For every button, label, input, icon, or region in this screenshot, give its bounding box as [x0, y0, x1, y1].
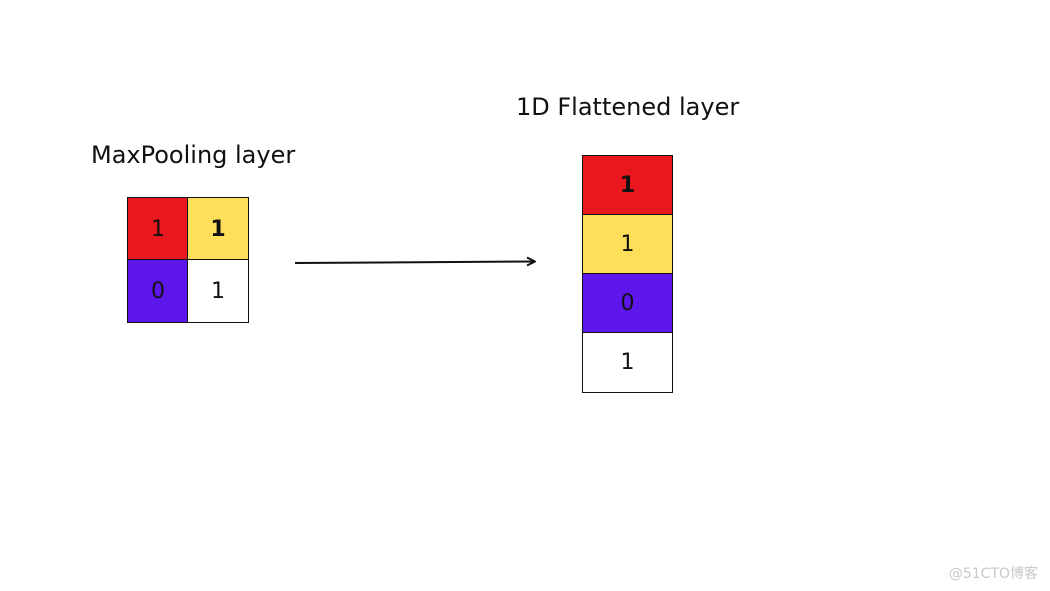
maxpool-cell-2: 0 — [127, 259, 189, 323]
maxpooling-layer-title: MaxPooling layer — [91, 141, 296, 169]
flattened-cell-0: 1 — [582, 155, 673, 216]
maxpool-cell-0: 1 — [127, 197, 189, 261]
flattened-cell-2: 0 — [582, 273, 673, 334]
maxpool-cell-3: 1 — [187, 259, 249, 323]
flattened-cell-1: 1 — [582, 214, 673, 275]
flatten-arrow — [294, 256, 536, 267]
flattened-cell-3: 1 — [582, 332, 673, 393]
maxpooling-grid: 1 1 0 1 — [127, 197, 249, 323]
flattened-column: 1 1 0 1 — [582, 155, 673, 397]
watermark-text: @51CTO博客 — [948, 566, 1038, 582]
maxpool-cell-1: 1 — [187, 197, 249, 261]
flattened-layer-title: 1D Flattened layer — [516, 93, 740, 121]
